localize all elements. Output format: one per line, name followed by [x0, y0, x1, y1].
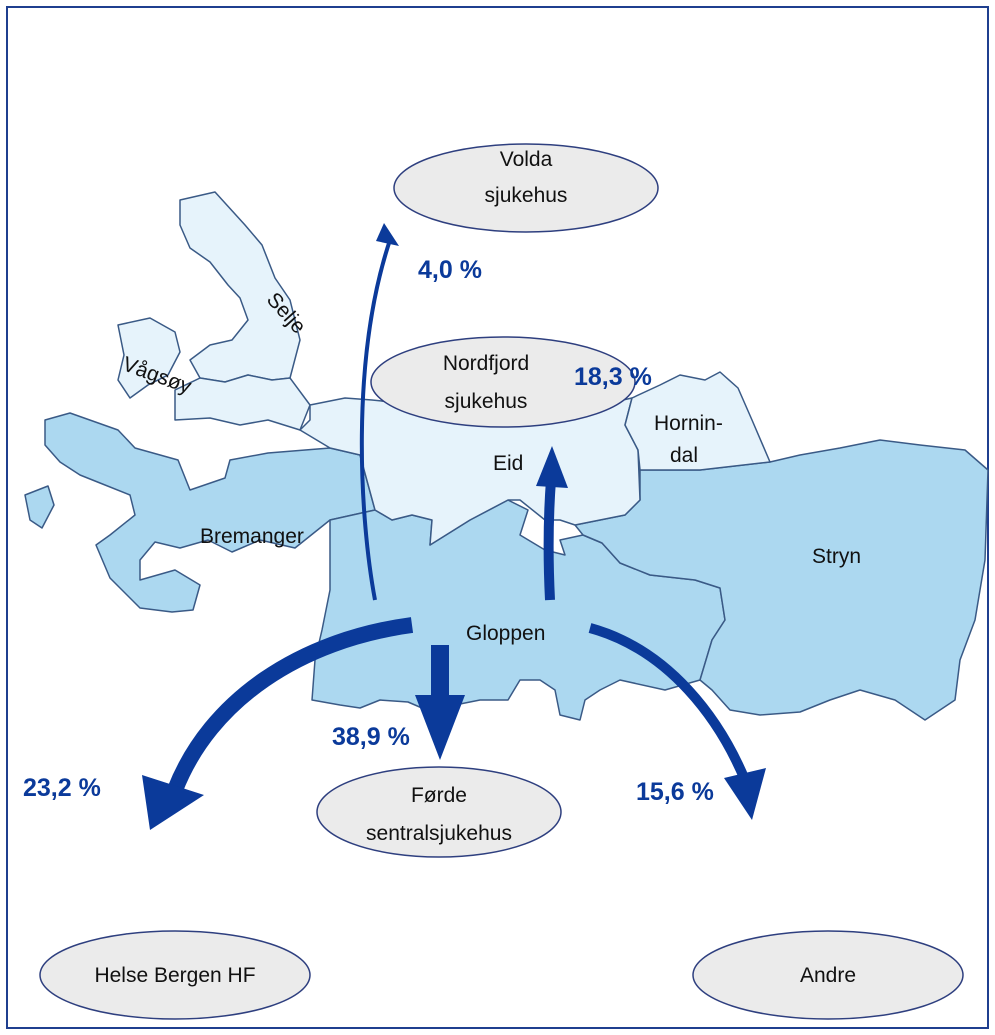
region-stryn: [574, 439, 989, 721]
hospital-andre-ellipse: [692, 930, 964, 1020]
flow-arrowhead-nordfjord: [536, 446, 568, 488]
hospital-forde-line1: Førde: [411, 784, 467, 807]
place-bremanger: Bremanger: [200, 525, 304, 548]
flow-arrow-andre: [588, 623, 750, 782]
flow-arrow-bergen: [167, 617, 414, 793]
hospital-nordfjord-line2: sjukehus: [445, 390, 528, 413]
region-north-strip: [174, 374, 311, 431]
flow-label-forde: 38,9 %: [332, 723, 410, 751]
hospital-forde-ellipse: [316, 766, 562, 858]
region-bremanger: [44, 412, 376, 613]
hospital-volda-line1: Volda: [500, 148, 553, 171]
flow-arrowhead-volda: [376, 223, 399, 246]
hospital-forde-line2: sentralsjukehus: [366, 822, 512, 845]
place-eid: Eid: [493, 452, 523, 475]
place-gloppen: Gloppen: [466, 622, 545, 645]
hospital-bergen-label: Helse Bergen HF: [94, 964, 255, 987]
hospital-andre-label: Andre: [800, 964, 856, 987]
flow-arrow-nordfjord: [543, 479, 556, 601]
region-selje: [179, 191, 301, 383]
hospital-volda-ellipse: [393, 143, 659, 233]
region-vagsoy: [117, 317, 181, 399]
flow-label-volda: 4,0 %: [418, 256, 482, 284]
hospital-volda-line2: sjukehus: [485, 184, 568, 207]
region-hornindal: [624, 371, 771, 471]
flow-label-andre: 15,6 %: [636, 778, 714, 806]
flow-arrowhead-forde: [415, 695, 465, 760]
place-stryn: Stryn: [812, 545, 861, 568]
flow-label-nordfjord: 18,3 %: [574, 363, 652, 391]
place-hornindal-2: dal: [670, 444, 698, 467]
place-hornindal-1: Hornin-: [654, 412, 723, 435]
flow-arrow-volda: [359, 239, 392, 601]
region-islet: [24, 485, 55, 529]
flow-arrowhead-bergen: [142, 775, 204, 830]
hospital-nordfjord-line1: Nordfjord: [443, 352, 529, 375]
flow-arrowhead-andre: [724, 768, 766, 820]
flow-label-bergen: 23,2 %: [23, 774, 101, 802]
hospital-nordfjord-ellipse: [370, 336, 636, 428]
hospital-bergen-ellipse: [39, 930, 311, 1020]
